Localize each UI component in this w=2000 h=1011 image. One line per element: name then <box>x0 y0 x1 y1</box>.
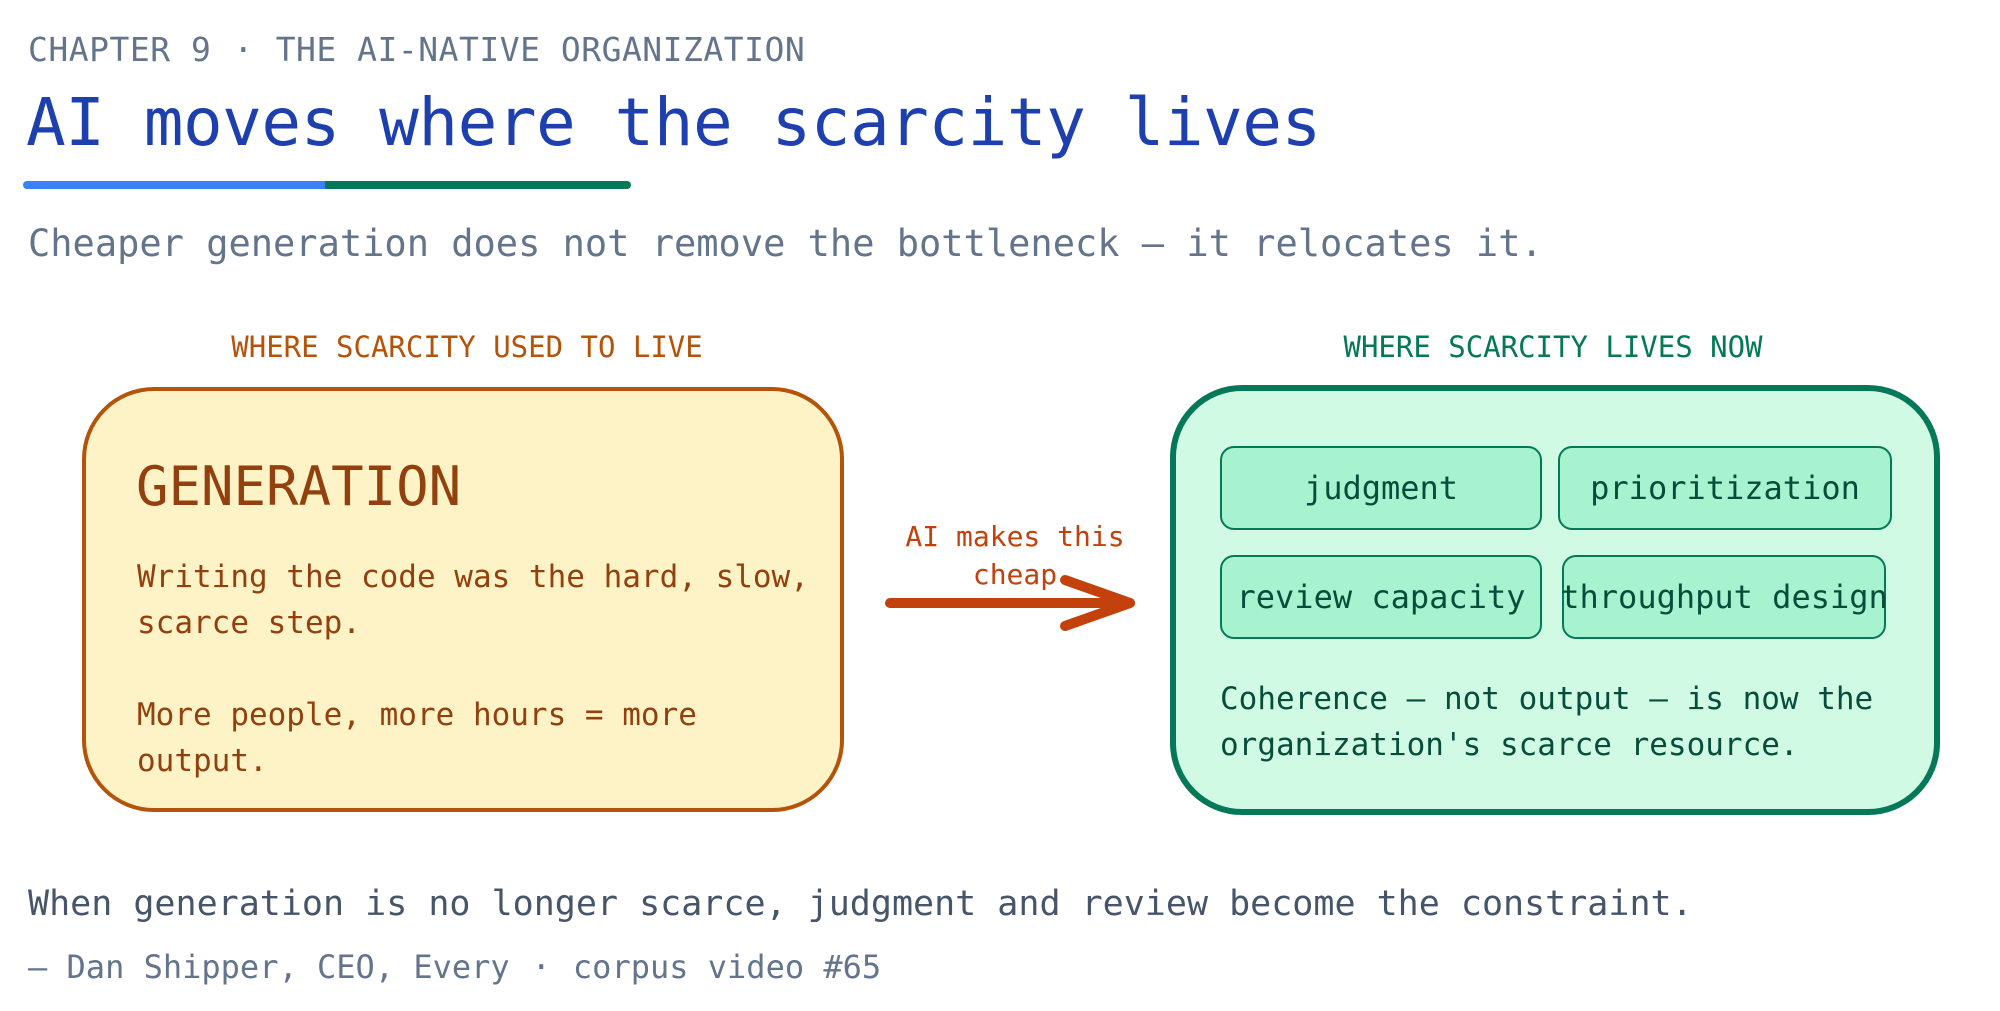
chip-review-capacity: review capacity <box>1220 555 1542 639</box>
attribution-source: corpus video #65 <box>572 948 882 986</box>
generation-heading: GENERATION <box>136 455 462 518</box>
attribution-author: — Dan Shipper, CEO, Every <box>28 948 510 986</box>
chapter-label: CHAPTER 9 · THE AI-NATIVE ORGANIZATION <box>28 30 805 69</box>
page-title: AI moves where the scarcity lives <box>26 84 1321 161</box>
arrow-head <box>1060 575 1135 631</box>
chip-prioritization: prioritization <box>1558 446 1892 530</box>
left-panel-label: WHERE SCARCITY USED TO LIVE <box>231 330 703 364</box>
left-panel-paragraph-1: Writing the code was the hard, slow, sca… <box>137 559 809 641</box>
chip-judgment: judgment <box>1220 446 1542 530</box>
right-panel-paragraph: Coherence — not output — is now the orga… <box>1220 681 1874 763</box>
left-panel-paragraph-2: More people, more hours = more output. <box>137 697 697 779</box>
section-name: THE AI-NATIVE ORGANIZATION <box>275 30 806 69</box>
title-underline-green <box>325 181 631 189</box>
chip-throughput-design: throughput design <box>1560 555 1888 639</box>
title-underline-blue <box>23 181 325 189</box>
right-panel-label: WHERE SCARCITY LIVES NOW <box>1343 330 1763 364</box>
left-panel-box <box>82 387 844 812</box>
page-subtitle: Cheaper generation does not remove the b… <box>28 222 1543 265</box>
right-arrow-icon <box>885 575 1135 631</box>
arrow-label: AI makes this cheap <box>905 520 1125 591</box>
chapter-separator: · <box>233 30 254 69</box>
chapter-number: CHAPTER 9 <box>28 30 212 69</box>
attribution-separator: · <box>531 948 551 986</box>
footer-attribution: — Dan Shipper, CEO, Every · corpus video #… <box>28 948 881 986</box>
footer-quote: When generation is no longer scarce, jud… <box>28 884 1693 924</box>
